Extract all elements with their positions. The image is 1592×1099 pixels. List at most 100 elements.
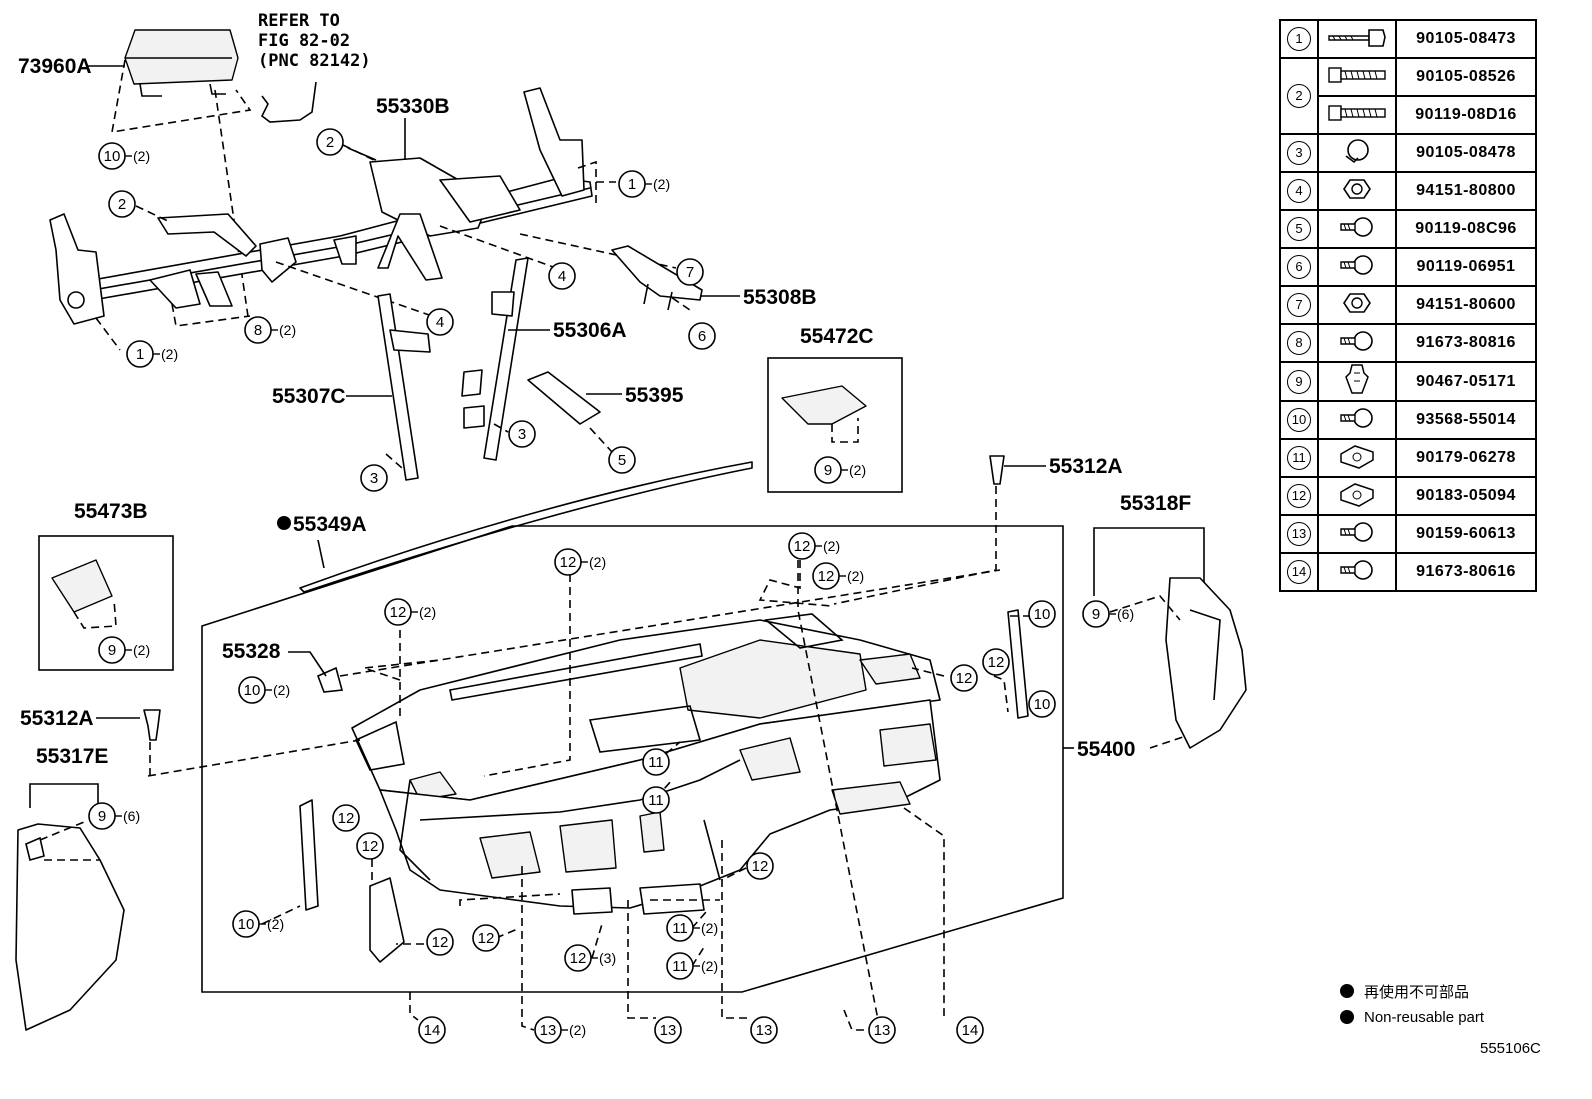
fastener-number-cell: 8 — [1279, 323, 1319, 363]
svg-text:(2): (2) — [653, 176, 670, 192]
part-label-55349A: 55349A — [293, 513, 367, 536]
clip-55312A-left-illustration — [143, 709, 161, 741]
callout-9: 9(2) — [814, 456, 866, 484]
callout-12: 12 — [472, 924, 500, 952]
fastener-number-cell: 12 — [1279, 476, 1319, 516]
fastener-row: 8 91673-80816 — [1279, 323, 1537, 363]
fastener-number: 7 — [1287, 293, 1311, 317]
fastener-number: 2 — [1287, 84, 1311, 108]
svg-text:12: 12 — [818, 568, 835, 585]
svg-text:11: 11 — [648, 754, 664, 771]
airbag-module-illustration — [124, 29, 239, 97]
part-label-55308B: 55308B — [743, 286, 817, 309]
fastener-number: 13 — [1287, 522, 1311, 546]
cover-55473B-illustration — [51, 559, 113, 613]
svg-text:4: 4 — [436, 314, 444, 331]
fastener-number: 6 — [1287, 255, 1311, 279]
fastener-number: 1 — [1287, 27, 1311, 51]
callout-10: 10(2) — [238, 676, 290, 704]
instrument-panel-frame — [201, 525, 1064, 993]
fastener-number: 3 — [1287, 141, 1311, 165]
stud-bolt-icon — [1317, 57, 1397, 97]
fastener-number-cell: 6 — [1279, 247, 1319, 287]
svg-text:2: 2 — [326, 134, 334, 151]
svg-text:7: 7 — [686, 264, 694, 281]
fastener-number: 12 — [1287, 484, 1311, 508]
bullet-dot-icon — [1340, 1010, 1354, 1024]
svg-text:4: 4 — [558, 268, 566, 285]
part-label-55312A-top: 55312A — [1049, 455, 1123, 478]
cover-55472C-illustration — [781, 385, 867, 425]
callout-14: 14 — [418, 1016, 446, 1044]
callout-13: 13(2) — [534, 1016, 586, 1044]
callout-12: 12 — [982, 648, 1010, 676]
svg-text:2: 2 — [118, 196, 126, 213]
callout-2: 2 — [316, 128, 344, 156]
fastener-part-number: 91673-80616 — [1395, 552, 1537, 592]
svg-text:6: 6 — [698, 328, 706, 345]
screw-icon — [1317, 209, 1397, 249]
flange-bolt-icon — [1317, 133, 1397, 173]
svg-text:(2): (2) — [589, 554, 606, 570]
svg-text:10: 10 — [104, 148, 121, 165]
fastener-part-number: 90105-08473 — [1395, 19, 1537, 59]
fastener-number-cell: 13 — [1279, 514, 1319, 554]
box-55473B — [38, 535, 174, 671]
svg-text:13: 13 — [540, 1022, 557, 1039]
part-label-55395: 55395 — [625, 384, 684, 407]
fastener-number-cell: 1 — [1279, 19, 1319, 59]
bracket-55395-illustration — [527, 371, 601, 425]
fastener-number: 8 — [1287, 331, 1311, 355]
fastener-number-cell: 14 — [1279, 552, 1319, 592]
svg-text:10: 10 — [244, 682, 261, 699]
svg-text:10: 10 — [1034, 606, 1051, 623]
callout-11: 11(2) — [666, 914, 718, 942]
fastener-part-number: 94151-80800 — [1395, 171, 1537, 211]
svg-text:3: 3 — [518, 426, 526, 443]
svg-text:12: 12 — [988, 654, 1005, 671]
svg-text:13: 13 — [756, 1022, 773, 1039]
brace-55307C-illustration — [377, 293, 431, 481]
fastener-number-cell: 7 — [1279, 285, 1319, 325]
svg-text:12: 12 — [432, 934, 449, 951]
clip-icon — [1317, 361, 1397, 402]
fastener-number: 11 — [1287, 446, 1311, 470]
bolt-icon — [1317, 19, 1397, 59]
callout-13: 13 — [868, 1016, 896, 1044]
nut-icon — [1317, 171, 1397, 211]
svg-text:11: 11 — [672, 958, 688, 975]
callout-12: 12(3) — [564, 944, 616, 972]
svg-text:9: 9 — [98, 808, 106, 825]
fastener-part-number: 91673-80816 — [1395, 323, 1537, 363]
svg-text:12: 12 — [478, 930, 495, 947]
clip-nut-icon — [1317, 476, 1397, 516]
clip-nut-icon — [1317, 438, 1397, 478]
callout-8: 8(2) — [244, 316, 296, 344]
svg-text:5: 5 — [618, 452, 626, 469]
part-label-73960A: 73960A — [18, 55, 92, 78]
fastener-number-cell: 5 — [1279, 209, 1319, 249]
callout-11: 11(2) — [666, 952, 718, 980]
screw-icon — [1317, 514, 1397, 554]
fastener-number: 4 — [1287, 179, 1311, 203]
svg-text:(2): (2) — [419, 604, 436, 620]
fastener-part-number: 94151-80600 — [1395, 285, 1537, 325]
steering-support-beam-illustration — [49, 87, 593, 325]
callout-10: 10 — [1028, 600, 1056, 628]
callout-11: 11 — [642, 786, 670, 814]
fastener-part-number: 93568-55014 — [1395, 400, 1537, 440]
figure-code: 555106C — [1480, 1040, 1541, 1057]
part-label-55307C: 55307C — [272, 385, 346, 408]
fastener-row: 14 91673-80616 — [1279, 552, 1537, 592]
svg-text:(6): (6) — [123, 808, 140, 824]
svg-text:12: 12 — [752, 858, 769, 875]
svg-text:(2): (2) — [847, 568, 864, 584]
fastener-number-cell: 4 — [1279, 171, 1319, 211]
callout-12: 12(2) — [788, 532, 840, 560]
svg-text:9: 9 — [1092, 606, 1100, 623]
